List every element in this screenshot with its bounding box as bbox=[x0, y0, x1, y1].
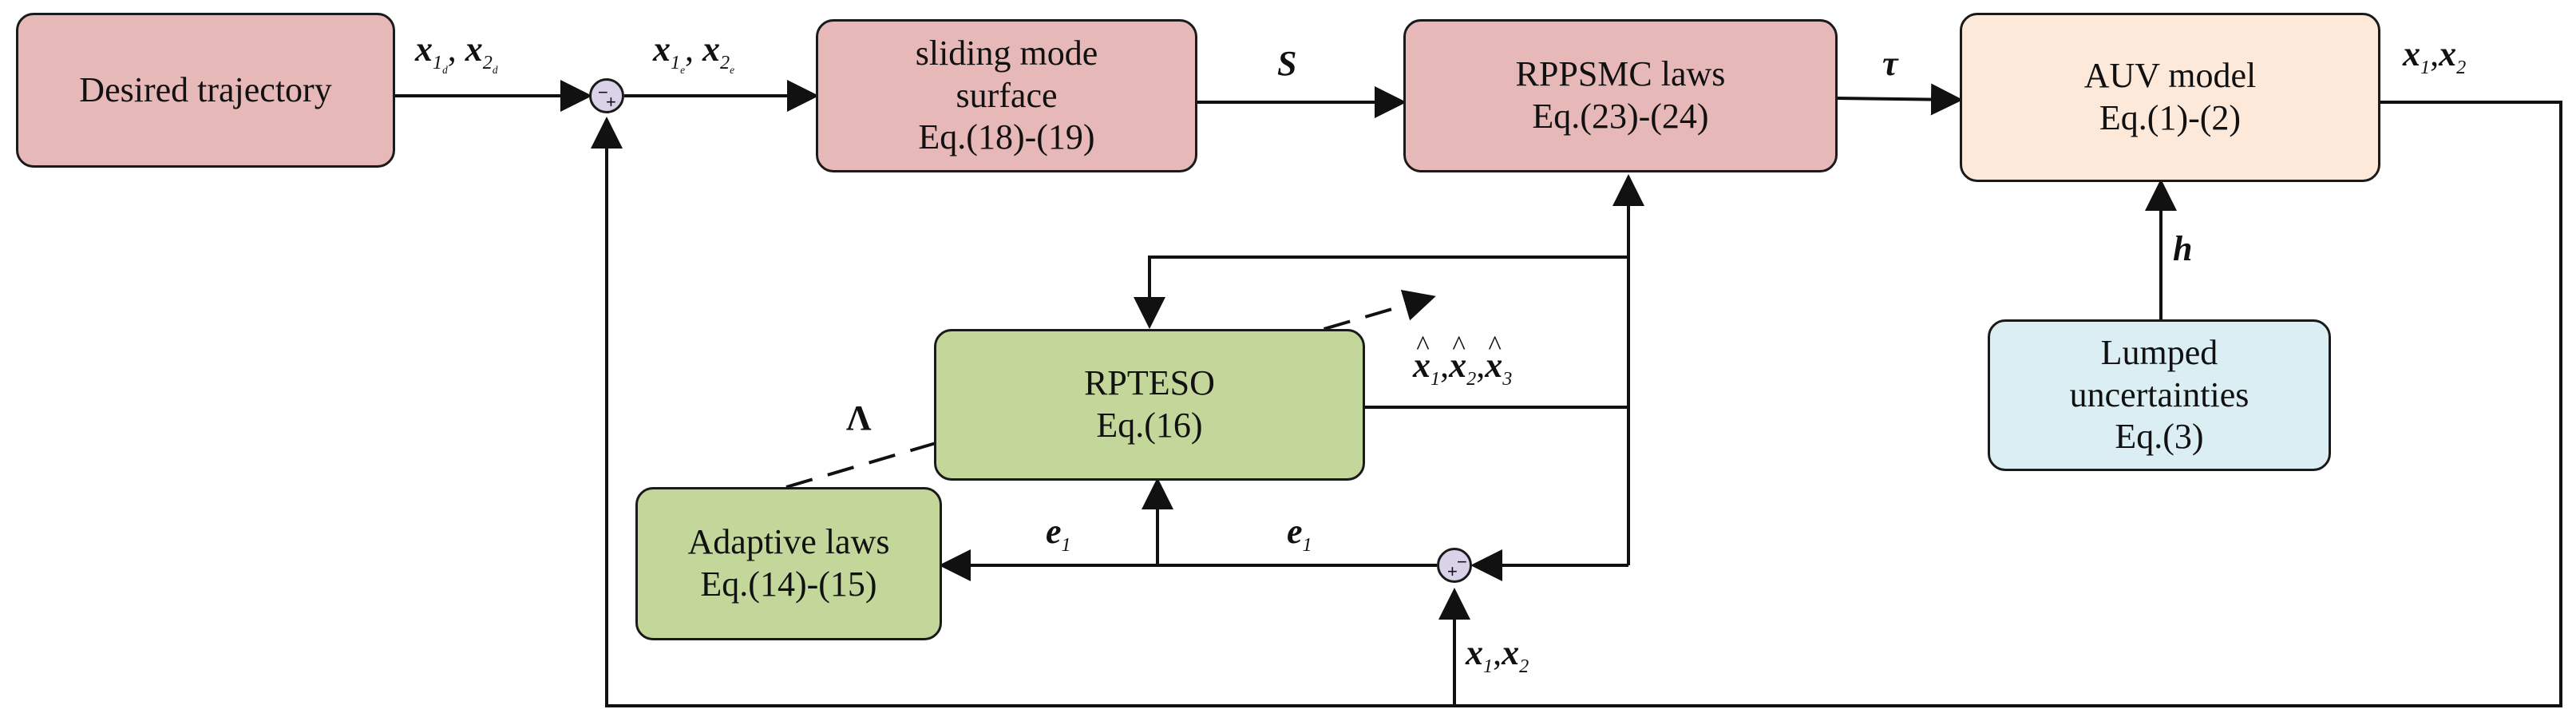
block-lumped-uncertainties: Lumped uncertainties Eq.(3) bbox=[1988, 319, 2331, 471]
block-lumped-line-3: Eq.(3) bbox=[2115, 417, 2204, 457]
block-adaptive-line-1: Adaptive laws bbox=[687, 522, 890, 562]
block-auv-line-1: AUV model bbox=[2083, 56, 2257, 96]
sum-node-top: − + bbox=[589, 78, 624, 113]
block-rpteso-line-1: RPTESO bbox=[1084, 363, 1215, 403]
label-feedback-states: x1,x2 bbox=[1466, 633, 1529, 677]
label-lumped-disturbance: h bbox=[2173, 229, 2193, 268]
label-adaptive-gain: Λ bbox=[846, 398, 872, 438]
sum-bottom-sign-1: − bbox=[1457, 552, 1467, 572]
block-sliding-line-1: sliding mode bbox=[915, 33, 1098, 73]
block-adaptive-line-2: Eq.(14)-(15) bbox=[700, 565, 877, 604]
feedback-loop-outer bbox=[591, 101, 2562, 707]
block-adaptive-laws: Adaptive laws Eq.(14)-(15) bbox=[635, 487, 942, 640]
label-auv-output-states: x1,x2 bbox=[2403, 34, 2467, 78]
block-sliding-line-2: surface bbox=[956, 75, 1058, 115]
sum-node-bottom: − + bbox=[1437, 548, 1472, 583]
label-error-left: e1 bbox=[1046, 512, 1071, 556]
label-desired-states: x1d, x2d bbox=[415, 30, 498, 76]
block-rppsmc-line-2: Eq.(23)-(24) bbox=[1532, 97, 1709, 136]
label-error-states: x1e, x2e bbox=[653, 30, 734, 76]
sum-bottom-sign-2: + bbox=[1447, 561, 1458, 581]
block-auv-model: AUV model Eq.(1)-(2) bbox=[1960, 13, 2380, 182]
block-desired-line-1: Desired trajectory bbox=[79, 69, 332, 109]
block-lumped-line-1: Lumped bbox=[2100, 332, 2218, 372]
block-desired-trajectory: Desired trajectory bbox=[16, 13, 395, 168]
block-sliding-line-3: Eq.(18)-(19) bbox=[918, 117, 1095, 157]
block-auv-line-2: Eq.(1)-(2) bbox=[2099, 98, 2242, 137]
label-control-input: τ bbox=[1882, 44, 1898, 83]
label-error-right: e1 bbox=[1287, 512, 1312, 556]
block-lumped-line-2: uncertainties bbox=[2069, 374, 2250, 414]
block-rppsmc-laws: RPPSMC laws Eq.(23)-(24) bbox=[1403, 19, 1838, 172]
arrow-adaptive-gain-dashed bbox=[785, 289, 1436, 489]
label-sliding-variable: S bbox=[1277, 44, 1297, 83]
label-estimated-states: x1,x2,x3 bbox=[1413, 330, 1512, 390]
block-rpteso-line-2: Eq.(16) bbox=[1096, 406, 1203, 445]
sum-top-sign-2: + bbox=[606, 92, 616, 112]
block-rppsmc-line-1: RPPSMC laws bbox=[1515, 54, 1726, 94]
arrow-rppsmc-to-auv bbox=[1837, 83, 1963, 116]
block-rpteso: RPTESO Eq.(16) bbox=[934, 329, 1365, 481]
block-sliding-mode-surface: sliding mode surface Eq.(18)-(19) bbox=[816, 19, 1197, 172]
sum-top-sign-1: − bbox=[598, 82, 608, 102]
arrow-observer-feedback-to-rpteso bbox=[1134, 256, 1628, 329]
